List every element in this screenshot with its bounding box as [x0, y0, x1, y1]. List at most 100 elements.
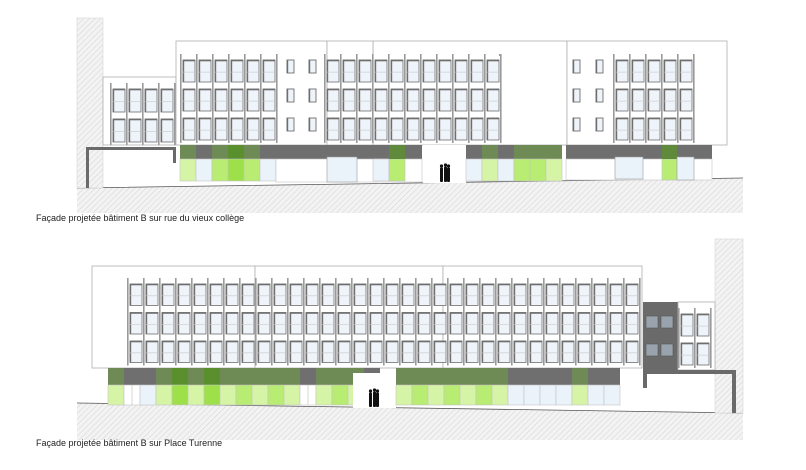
window — [321, 312, 335, 335]
window — [577, 340, 591, 363]
window — [289, 312, 303, 335]
facade-fin — [591, 278, 593, 366]
fascia-panel — [546, 145, 562, 159]
stair-window — [645, 315, 659, 329]
window — [679, 88, 693, 112]
facade-fin — [276, 54, 278, 143]
window — [358, 117, 372, 141]
window — [385, 340, 399, 363]
window — [182, 59, 196, 83]
window — [696, 342, 710, 366]
fascia-panel — [332, 368, 348, 385]
fascia-panel — [466, 145, 482, 159]
shopfront-glazing — [475, 384, 493, 406]
window — [385, 312, 399, 335]
fascia-panel — [284, 368, 300, 385]
shopfront-glazing — [235, 384, 253, 406]
window — [385, 283, 399, 306]
window — [390, 88, 404, 112]
facade-fin — [613, 54, 615, 143]
window — [112, 118, 126, 143]
window — [561, 283, 575, 306]
facade-fin — [693, 54, 695, 143]
main-block-right — [566, 40, 728, 146]
window — [679, 59, 693, 83]
window — [545, 283, 559, 306]
shopfront-glazing — [139, 384, 157, 406]
facade-fin — [212, 54, 214, 143]
window — [214, 117, 228, 141]
window — [625, 340, 639, 363]
facade-fin — [607, 278, 609, 366]
fascia-panel — [180, 145, 196, 159]
shopfront-glazing — [219, 384, 237, 406]
fascia-panel — [188, 368, 204, 385]
window — [182, 88, 196, 112]
window — [161, 283, 175, 306]
window — [369, 283, 383, 306]
shopfront-glazing — [395, 384, 413, 406]
window — [390, 59, 404, 83]
window — [401, 340, 415, 363]
window — [609, 340, 623, 363]
facade-fin — [527, 278, 529, 366]
fascia-panel — [556, 368, 572, 385]
facade-fin — [228, 54, 230, 143]
window — [358, 88, 372, 112]
facade-fin — [436, 54, 438, 143]
fascia-panel — [212, 145, 228, 159]
fascia-panel — [172, 368, 188, 385]
fascia-panel — [524, 368, 540, 385]
shopfront-glazing — [603, 384, 621, 406]
shop-bay — [388, 158, 406, 182]
window — [497, 312, 511, 335]
shopfront-glazing — [465, 158, 483, 182]
window — [182, 117, 196, 141]
window — [177, 312, 191, 335]
window — [561, 340, 575, 363]
window — [337, 312, 351, 335]
window — [257, 283, 271, 306]
window — [417, 340, 431, 363]
fascia-center — [276, 145, 422, 159]
window — [631, 59, 645, 83]
window — [374, 59, 388, 83]
window — [257, 340, 271, 363]
shopfront-glazing — [539, 384, 557, 406]
facade-fin — [694, 308, 696, 368]
party-wall — [714, 238, 744, 414]
window — [225, 340, 239, 363]
window — [193, 340, 207, 363]
fascia-panel — [396, 368, 412, 385]
shopfront-glazing — [571, 384, 589, 406]
window — [160, 118, 174, 143]
fascia-panel — [389, 145, 405, 159]
window — [198, 59, 212, 83]
facade-fin — [158, 83, 160, 145]
window — [609, 283, 623, 306]
entrance-door — [326, 156, 358, 183]
shopfront-glazing — [251, 384, 269, 406]
window — [337, 340, 351, 363]
shop-bay — [661, 158, 678, 181]
window — [663, 88, 677, 112]
fascia-panel — [492, 368, 508, 385]
window — [241, 312, 255, 335]
window — [422, 117, 436, 141]
facade-fin — [356, 54, 358, 143]
fascia-panel — [244, 145, 260, 159]
shopfront-glazing — [171, 384, 189, 406]
window — [353, 283, 367, 306]
window — [438, 117, 452, 141]
stair-window — [660, 343, 674, 357]
facade-fin — [260, 54, 262, 143]
fascia-panel — [514, 145, 530, 159]
window — [209, 312, 223, 335]
facade-fin — [447, 278, 449, 366]
facade-fin — [629, 54, 631, 143]
window — [647, 59, 661, 83]
window — [353, 312, 367, 335]
window — [422, 88, 436, 112]
shopfront-glazing — [227, 158, 245, 182]
window — [406, 117, 420, 141]
